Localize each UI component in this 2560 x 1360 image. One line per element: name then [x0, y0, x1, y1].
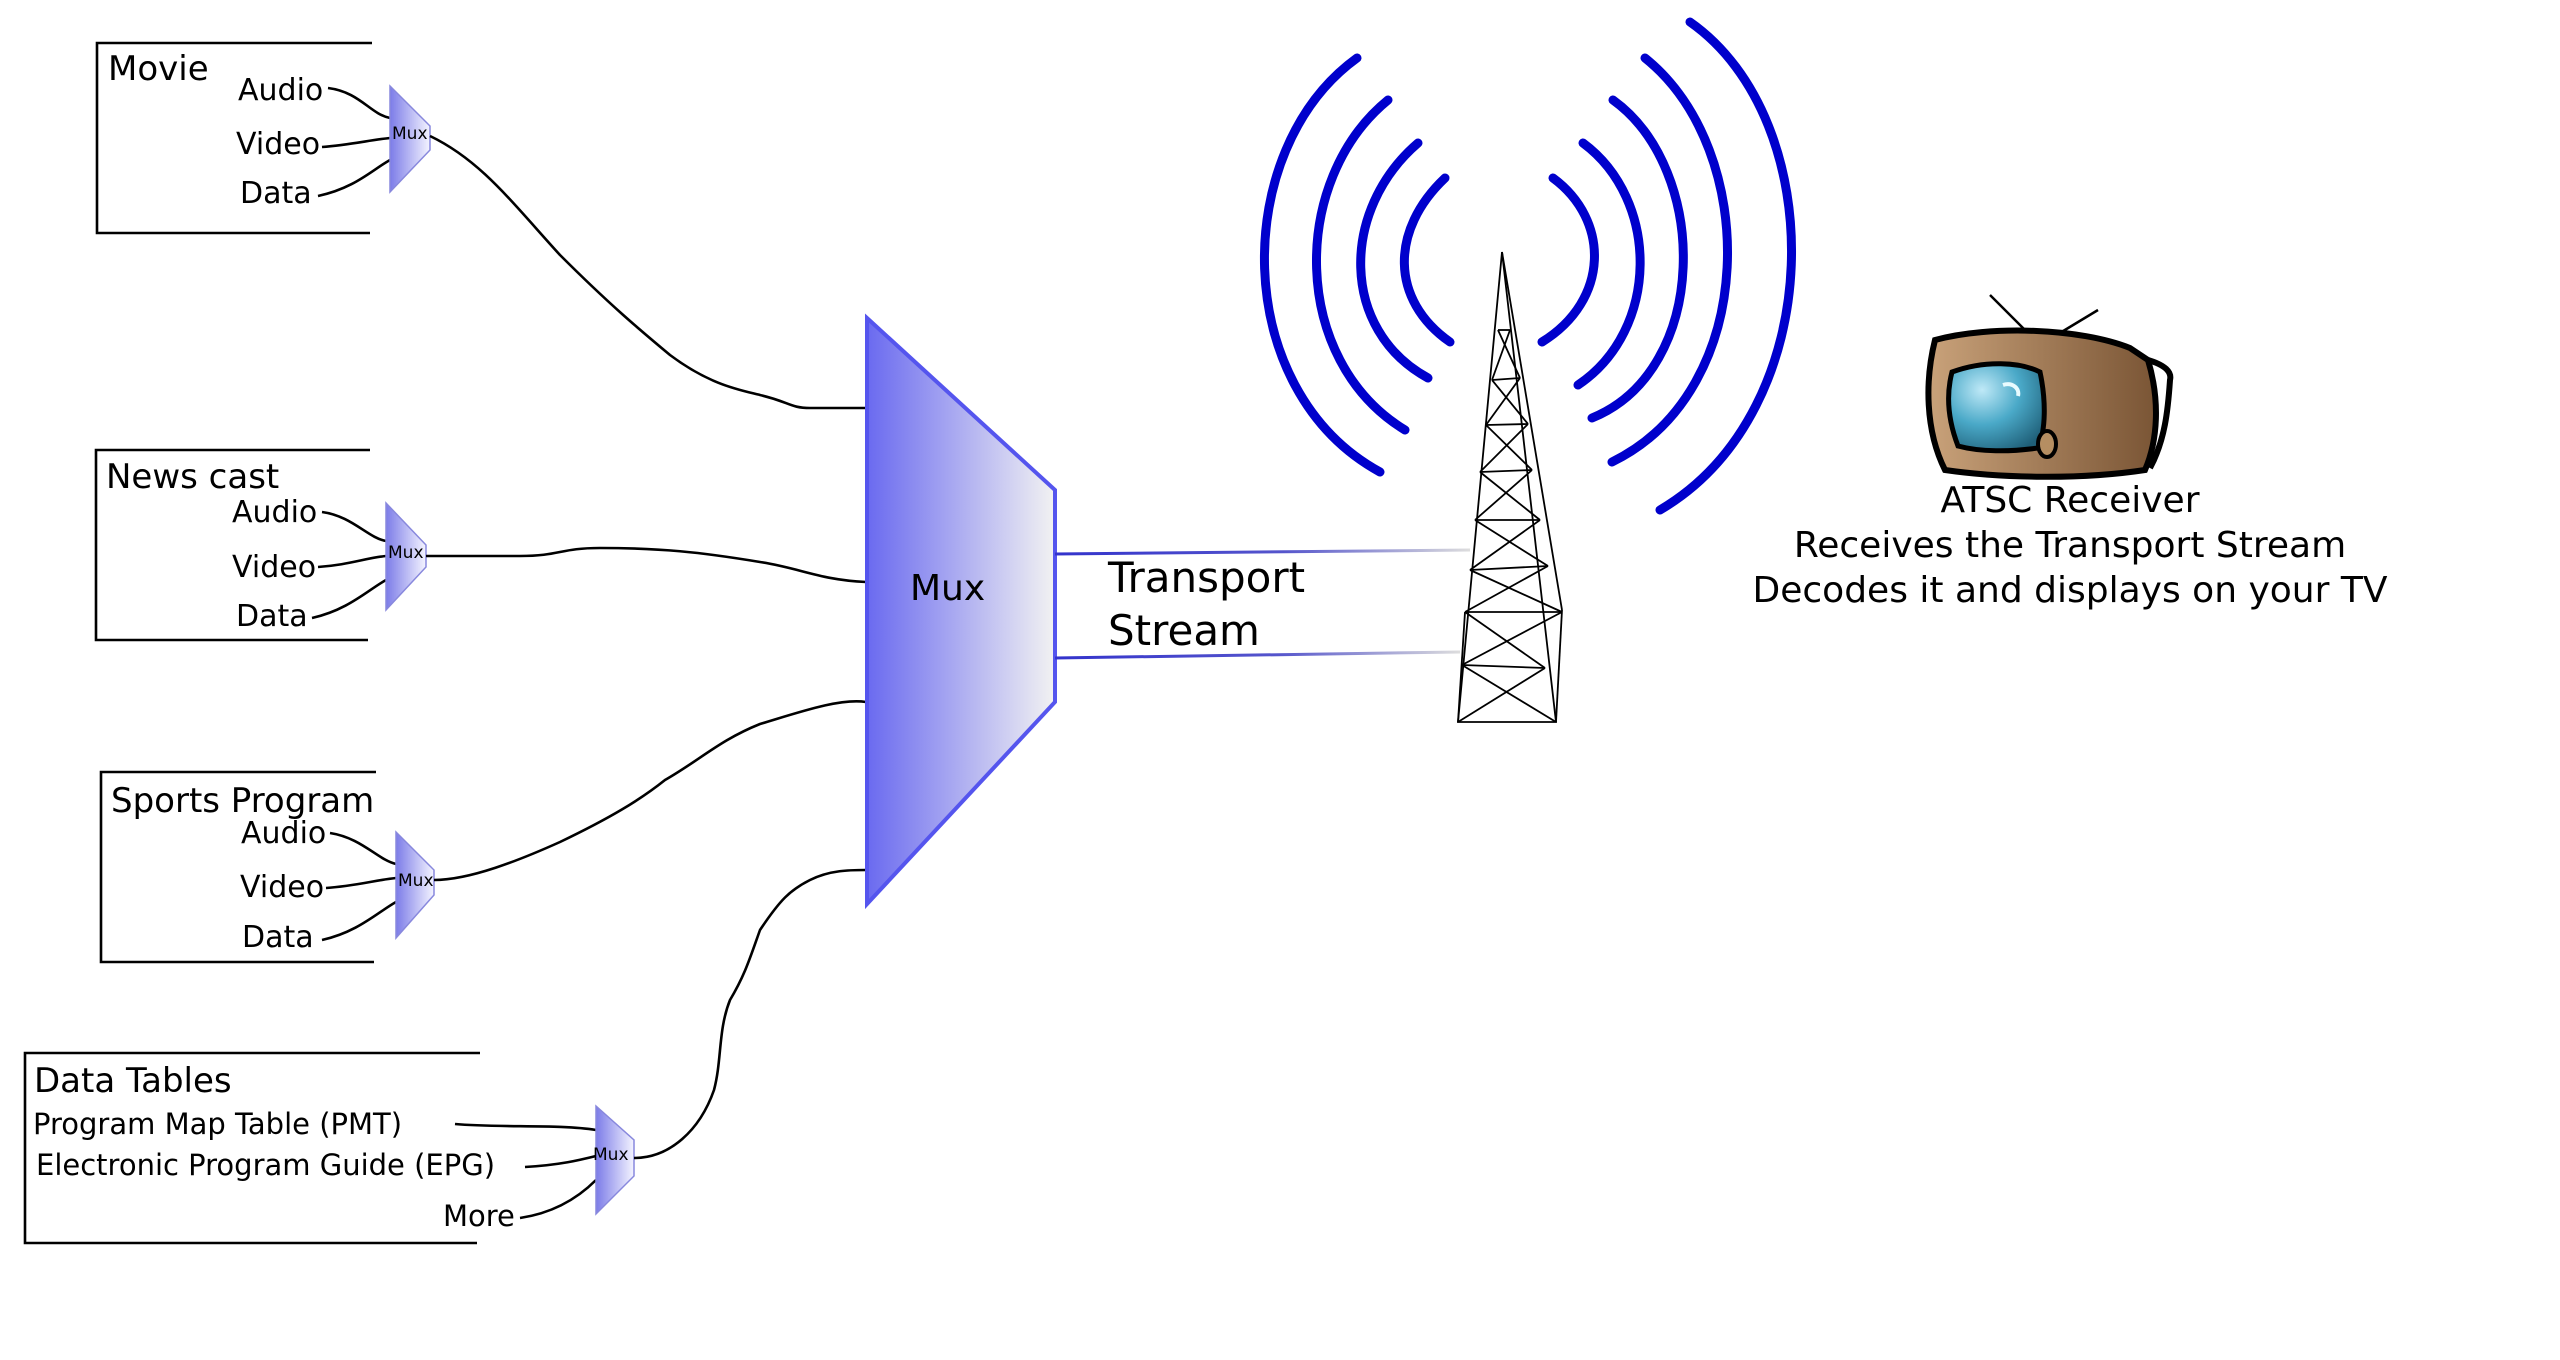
- wave-right-2: [1573, 138, 1645, 390]
- newscast-audio-label: Audio: [232, 495, 317, 530]
- tables-mux-label: Mux: [593, 1145, 629, 1165]
- main-mux-shape: [865, 313, 1057, 910]
- wave-right-3: [1587, 95, 1688, 423]
- receiver-title: ATSC Receiver: [1941, 480, 2200, 521]
- tables-more-label: More: [443, 1199, 515, 1233]
- main-mux: Mux: [865, 313, 1057, 910]
- wave-left-3: [1312, 95, 1410, 435]
- movie-video-label: Video: [236, 127, 320, 162]
- transport-stream: Transport Stream: [1054, 548, 1471, 660]
- tables-bracket: [23, 1051, 480, 1245]
- sports-title: Sports Program: [111, 781, 374, 821]
- movie-source: Movie Audio Video Data Mux: [95, 41, 431, 235]
- receiver-description: ATSC Receiver Receives the Transport Str…: [1753, 480, 2388, 611]
- wave-left-2: [1356, 138, 1433, 383]
- movie-title: Movie: [108, 49, 209, 89]
- tables-pmt-label: Program Map Table (PMT): [33, 1107, 402, 1141]
- movie-audio-label: Audio: [238, 73, 323, 108]
- sports-data-label: Data: [242, 920, 314, 955]
- movie-mux-label: Mux: [392, 124, 428, 144]
- tables-title: Data Tables: [34, 1061, 232, 1101]
- transport-label-line1: Transport: [1107, 553, 1305, 602]
- sports-bracket: [99, 770, 376, 964]
- wave-right-1: [1537, 173, 1599, 347]
- wave-left-1: [1399, 173, 1455, 347]
- transport-label-line2: Stream: [1108, 606, 1260, 655]
- tables-epg-label: Electronic Program Guide (EPG): [36, 1148, 495, 1182]
- newscast-source: News cast Audio Video Data Mux: [94, 448, 427, 642]
- transmission-tower: [1457, 251, 1563, 723]
- sports-mux-label: Mux: [398, 871, 434, 891]
- receiver-line2: Receives the Transport Stream: [1794, 525, 2346, 566]
- newscast-video-label: Video: [232, 550, 316, 585]
- sports-mux: [395, 830, 435, 940]
- tables-source: Data Tables Program Map Table (PMT) Elec…: [23, 1051, 635, 1245]
- newscast-bracket: [94, 448, 370, 642]
- transport-line-top: [1054, 548, 1471, 556]
- tv-icon: [1925, 294, 2174, 480]
- movie-bracket: [95, 41, 372, 235]
- wave-left-4: [1260, 53, 1385, 477]
- newscast-mux-label: Mux: [388, 543, 424, 563]
- tables-mux: [595, 1104, 635, 1216]
- transport-line-bottom: [1054, 650, 1461, 660]
- main-mux-label: Mux: [910, 568, 985, 609]
- newscast-mux: [385, 501, 427, 612]
- receiver-line3: Decodes it and displays on your TV: [1753, 570, 2388, 611]
- sports-audio-label: Audio: [241, 816, 326, 851]
- feed-wires: [426, 134, 867, 1160]
- wave-right-4: [1607, 53, 1732, 467]
- wave-right-5: [1655, 17, 1796, 515]
- sports-video-label: Video: [240, 870, 324, 905]
- movie-mux: [389, 84, 431, 194]
- movie-data-label: Data: [240, 176, 312, 211]
- newscast-title: News cast: [106, 457, 279, 497]
- sports-source: Sports Program Audio Video Data Mux: [99, 770, 435, 964]
- newscast-data-label: Data: [236, 599, 308, 634]
- radio-waves: [1260, 17, 1796, 515]
